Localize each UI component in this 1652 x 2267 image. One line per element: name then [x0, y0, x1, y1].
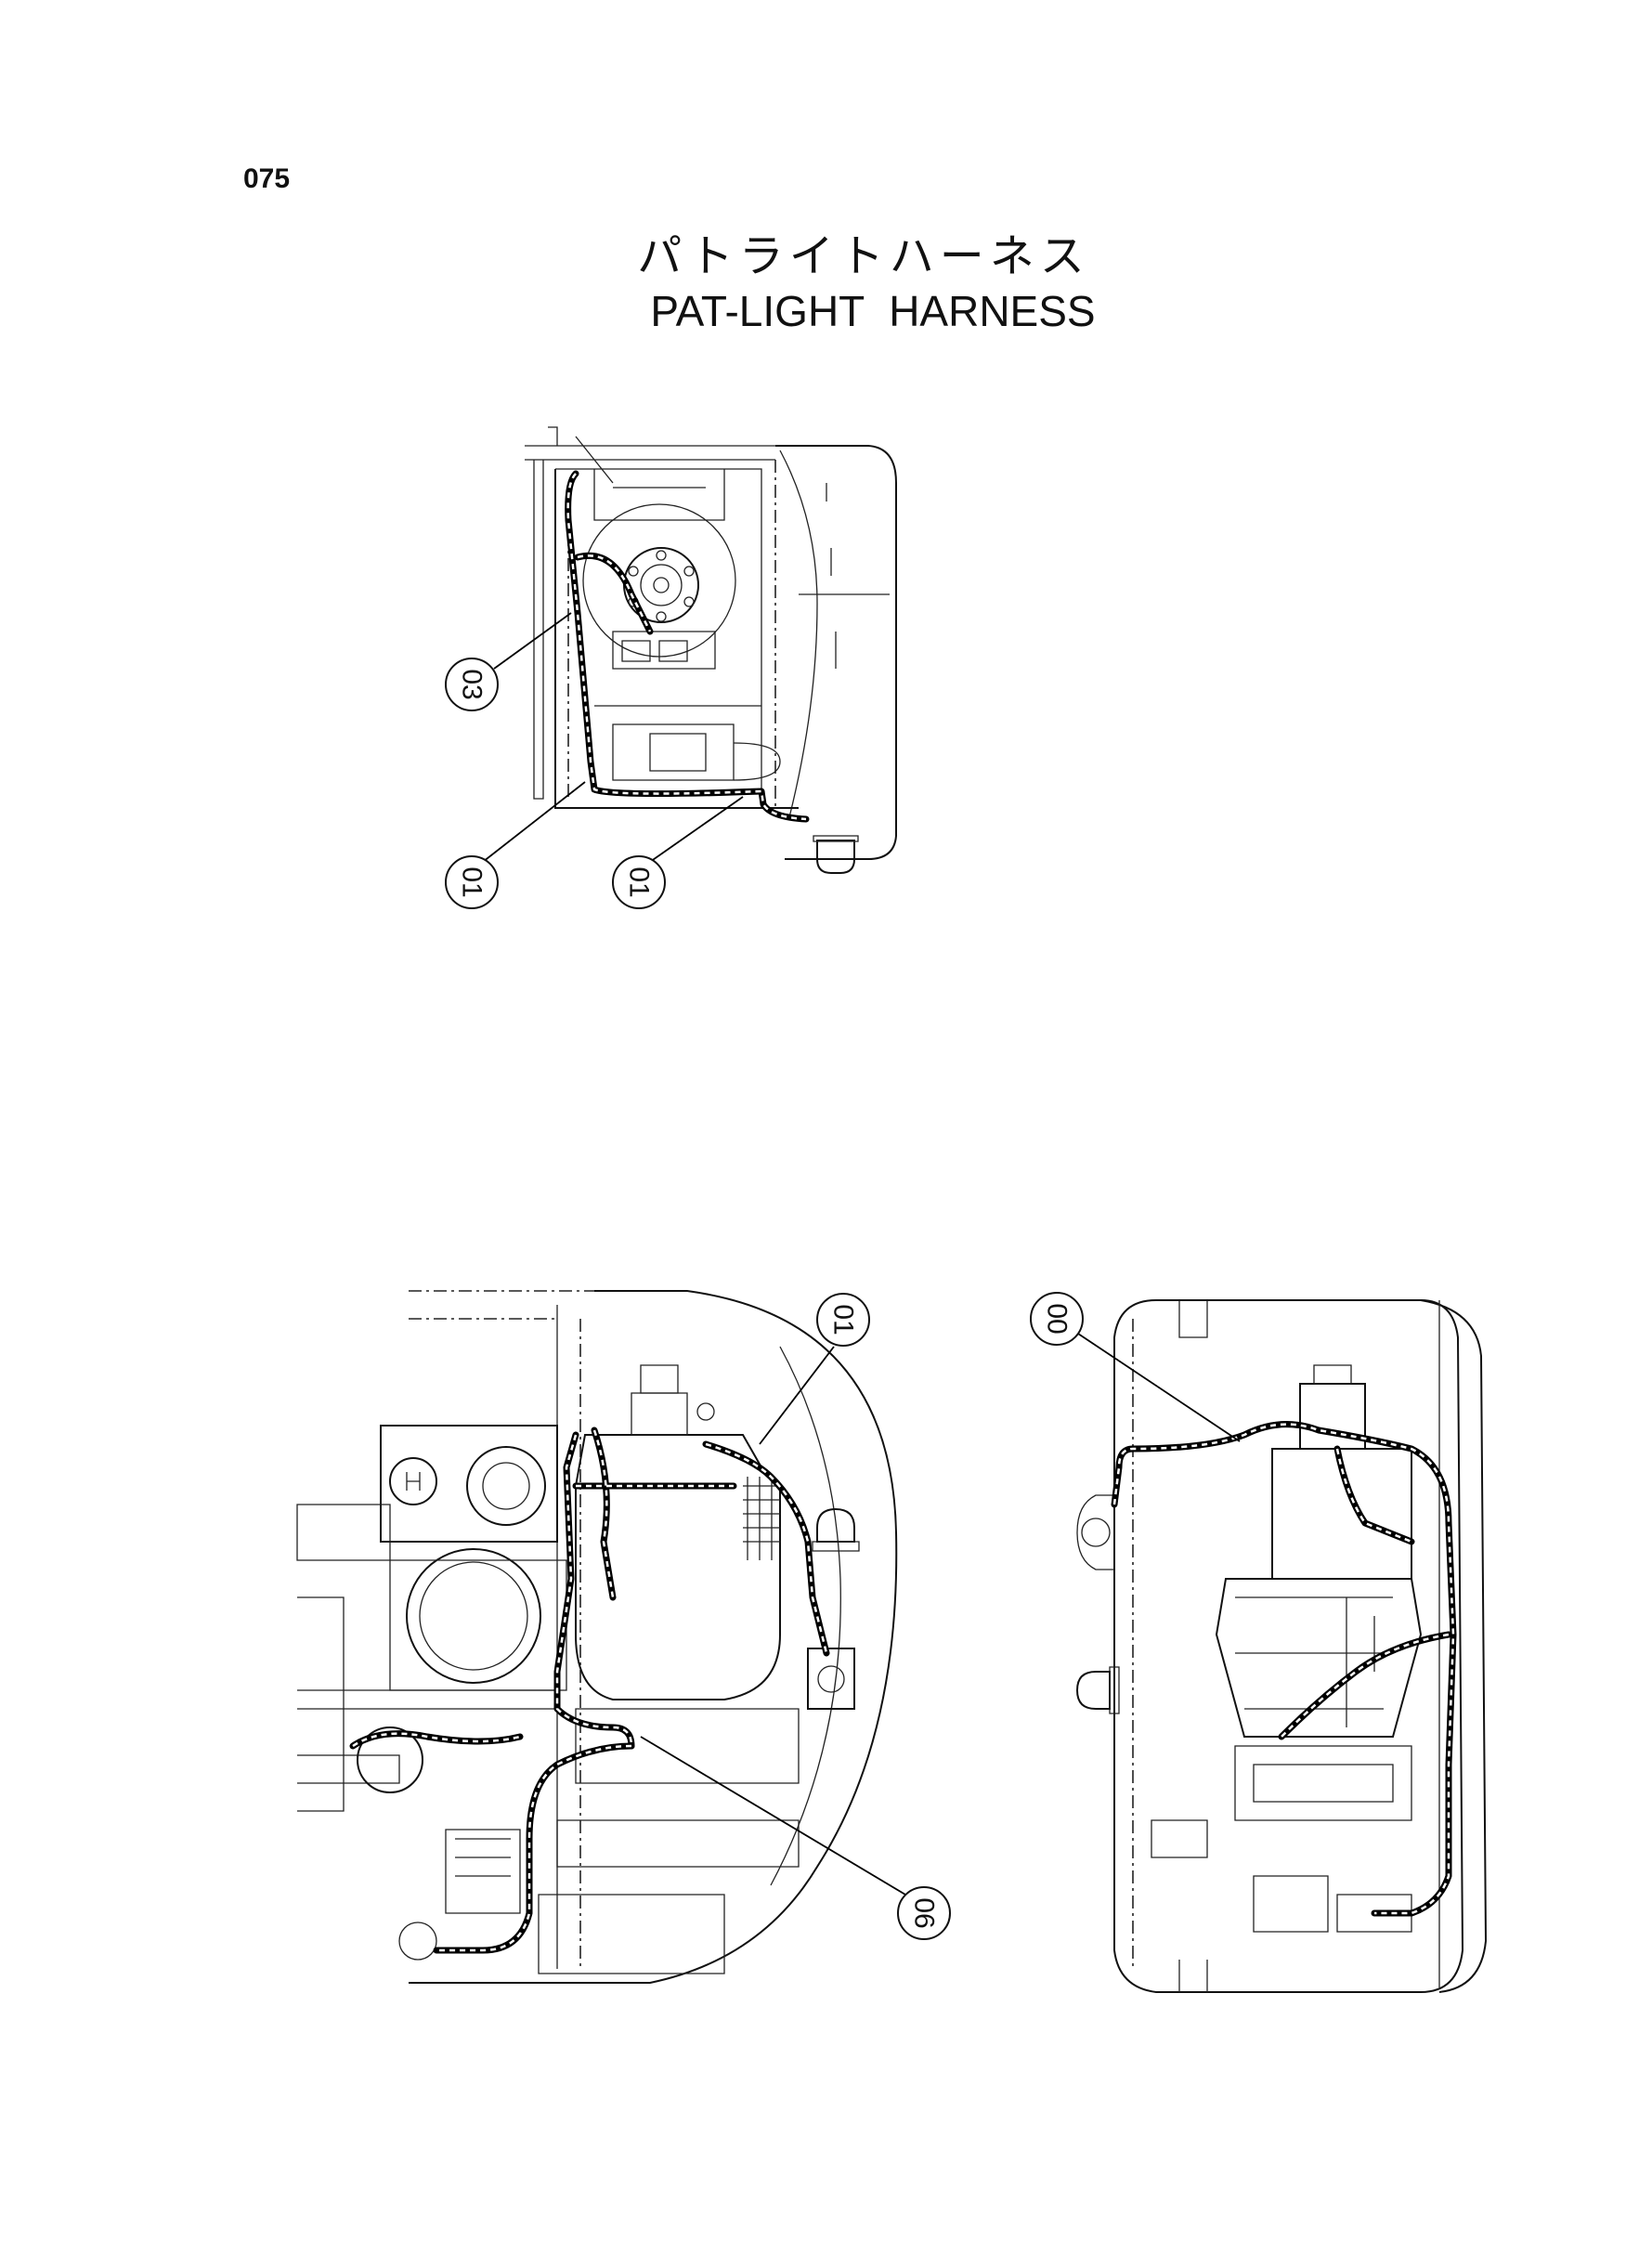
callout-top-01-left: 01: [445, 781, 586, 909]
callout-label: 00: [1042, 1303, 1073, 1334]
callout-label: 01: [828, 1304, 859, 1335]
callout-left-01: 01: [759, 1293, 870, 1445]
top-view-drawing: [525, 426, 897, 874]
callout-left-06: 06: [640, 1736, 951, 1940]
title-block: パトライトハーネス PAT-LIGHT HARNESS: [557, 219, 1207, 336]
title-japanese: パトライトハーネス: [637, 230, 1090, 282]
callout-label: 06: [909, 1897, 940, 1928]
callout-label: 03: [457, 669, 488, 699]
bottom-left-view-drawing: [296, 1290, 898, 1984]
title-english: PAT-LIGHT HARNESS: [650, 287, 1096, 335]
callout-top-03: 03: [445, 612, 572, 711]
callout-right-00: 00: [1030, 1292, 1241, 1442]
page-number: 075: [243, 163, 291, 194]
bottom-right-view-drawing: [1075, 1299, 1488, 1993]
callout-label: 01: [624, 866, 655, 897]
callout-label: 01: [457, 866, 488, 897]
callout-top-01-right: 01: [612, 796, 744, 909]
